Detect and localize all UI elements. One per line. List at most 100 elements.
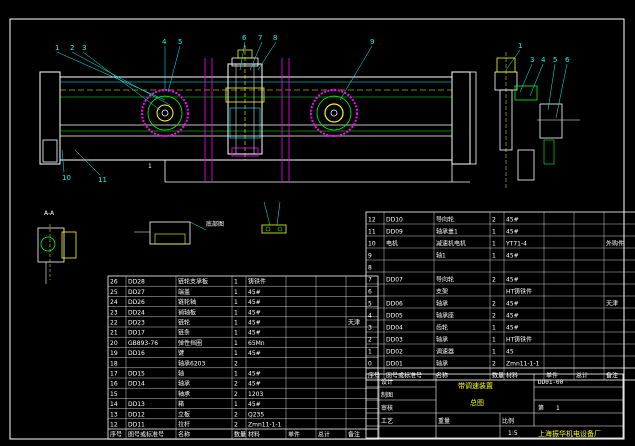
left-table-row-cell: 1	[234, 299, 238, 306]
right-table-row-cell: DD05	[386, 313, 403, 320]
right-table-row-cell: DD02	[386, 349, 403, 356]
section-aa-view: A-A	[37, 210, 77, 284]
left-table-row-cell: 13	[110, 411, 118, 418]
left-table-row-cell: GB893-76	[128, 340, 158, 347]
right-table-row-cell: 1	[492, 241, 496, 248]
right-table-row-cell: 轴承	[436, 360, 448, 368]
left-table-header-cell: 名称	[178, 431, 190, 439]
right-table-row-cell: HT铸铁件	[506, 288, 532, 296]
right-table-row-cell: 轴1	[436, 252, 446, 260]
side-view: 1 3 4 5 6	[494, 42, 580, 190]
right-table-row-cell: 2	[492, 301, 496, 308]
role-check: 审核	[381, 404, 393, 412]
left-table-row-cell: 1	[234, 371, 238, 378]
role-process: 工艺	[381, 417, 393, 425]
drawing-subtitle: 总图	[470, 398, 484, 407]
svg-text:2: 2	[70, 44, 74, 52]
scale-label: 比例	[502, 417, 514, 425]
left-table-row-cell: 2	[234, 381, 238, 388]
right-table-row-cell: 1	[492, 253, 496, 260]
right-table-row-cell: 1	[492, 349, 496, 356]
left-table-row-cell: 天津	[348, 320, 360, 327]
svg-text:9: 9	[370, 38, 374, 46]
left-table-row-cell: 45#	[248, 401, 261, 408]
svg-text:4: 4	[541, 56, 546, 64]
left-table-row-cell: 12	[110, 422, 118, 429]
right-table-row-cell: 45#	[506, 229, 519, 236]
right-table-row-cell: 10	[368, 241, 376, 248]
left-table-row-cell: 链轮轴	[178, 298, 196, 306]
drawing-title: 带调速装置	[458, 381, 493, 390]
left-table-row-cell: DD13	[128, 401, 145, 408]
right-table-header-cell: 单件	[546, 372, 558, 380]
right-table-row-cell: 1	[492, 337, 496, 344]
left-table-row-cell: 45#	[248, 350, 261, 357]
left-table-row-cell: 1203	[248, 391, 263, 398]
right-table-header-cell: 材料	[506, 372, 518, 380]
svg-text:3: 3	[82, 44, 86, 52]
right-table-row-cell: 45#	[506, 325, 519, 332]
left-table-row-cell: 45#	[248, 299, 261, 306]
right-table-row-cell: 7	[368, 277, 372, 284]
left-table-row-cell: 1	[234, 401, 238, 408]
left-table-header-cell: 备注	[348, 431, 360, 439]
right-table-row-cell: 1	[492, 325, 496, 332]
left-table-row-cell: Zmn11-1-1	[248, 422, 282, 429]
svg-text:5: 5	[178, 38, 182, 46]
main-assembly-view: 1 2 3 4 5 6 7 8 9 10 11 1	[39, 34, 477, 184]
right-table-header-cell: 序号	[368, 372, 380, 380]
right-table-row-cell: 2	[492, 313, 496, 320]
role-design: 设计	[381, 378, 393, 386]
sheet-label: 第	[538, 404, 544, 412]
svg-text:6: 6	[565, 56, 570, 64]
left-table-row-cell: 65Mn	[248, 340, 265, 347]
left-table-row-cell: 拉杆	[178, 421, 190, 429]
svg-text:11: 11	[98, 176, 107, 184]
svg-text:3: 3	[530, 56, 534, 64]
left-table-row-cell: DD24	[128, 309, 145, 316]
right-table-row-cell: DD10	[386, 217, 403, 224]
left-table-header-cell: 单件	[288, 431, 300, 439]
left-table-row-cell: 立板	[178, 410, 190, 418]
right-table-row-cell: 5	[368, 301, 372, 308]
left-table-row-cell: 键	[178, 349, 184, 357]
right-table-row-cell: 45	[506, 349, 514, 356]
right-table-header-cell: 总计	[576, 372, 588, 380]
left-table-row-cell: 26	[110, 279, 118, 286]
left-table-header-cell: 序号	[110, 431, 122, 439]
left-table-row-cell: 轴承	[178, 380, 190, 388]
right-table-row-cell: HT铸铁件	[506, 336, 532, 344]
left-table-row-cell: 25	[110, 289, 118, 296]
right-table-row-cell: 0	[368, 361, 372, 368]
company-name: 上海振华机电设备厂	[538, 429, 601, 438]
right-table-row-cell: DD01	[386, 361, 403, 368]
right-table-row-cell: 2	[492, 361, 496, 368]
left-table-row-cell: 1	[234, 340, 238, 347]
right-table-row-cell: 9	[368, 253, 372, 260]
right-table-row-cell: 天津	[606, 301, 618, 308]
svg-text:6: 6	[242, 34, 247, 42]
right-table-row-cell: DD07	[386, 277, 403, 284]
left-table-row-cell: 2	[234, 391, 238, 398]
right-table-header-cell: 图号或标准号	[386, 372, 422, 380]
right-table-row-cell: 11	[368, 229, 376, 236]
drawing-number: DD01-00	[538, 379, 564, 386]
right-table-row-cell: 轴承	[436, 300, 448, 308]
left-table-row-cell: 1	[234, 320, 238, 327]
right-table-header-cell: 名称	[436, 372, 448, 380]
right-table-row-cell: DD04	[386, 325, 403, 332]
left-table-row-cell: DD26	[128, 299, 145, 306]
left-table-row-cell: 1	[234, 289, 238, 296]
left-table-row-cell: DD27	[128, 289, 145, 296]
left-table-row-cell: 21	[110, 330, 118, 337]
right-table-row-cell: 减速机电机	[436, 240, 466, 248]
left-table-row-cell: 1	[234, 279, 238, 286]
detail-label: 底部图	[206, 220, 224, 228]
title-block: 设计 制图 审核 工艺 带调速装置 总图 重量 比例 1:5 DD01-00 第…	[365, 373, 624, 439]
right-table-row-cell: DD03	[386, 337, 403, 344]
right-table-row-cell: 轴承	[436, 336, 448, 344]
right-table-row-cell: 45#	[506, 217, 519, 224]
sheet-value: 1	[556, 405, 560, 412]
